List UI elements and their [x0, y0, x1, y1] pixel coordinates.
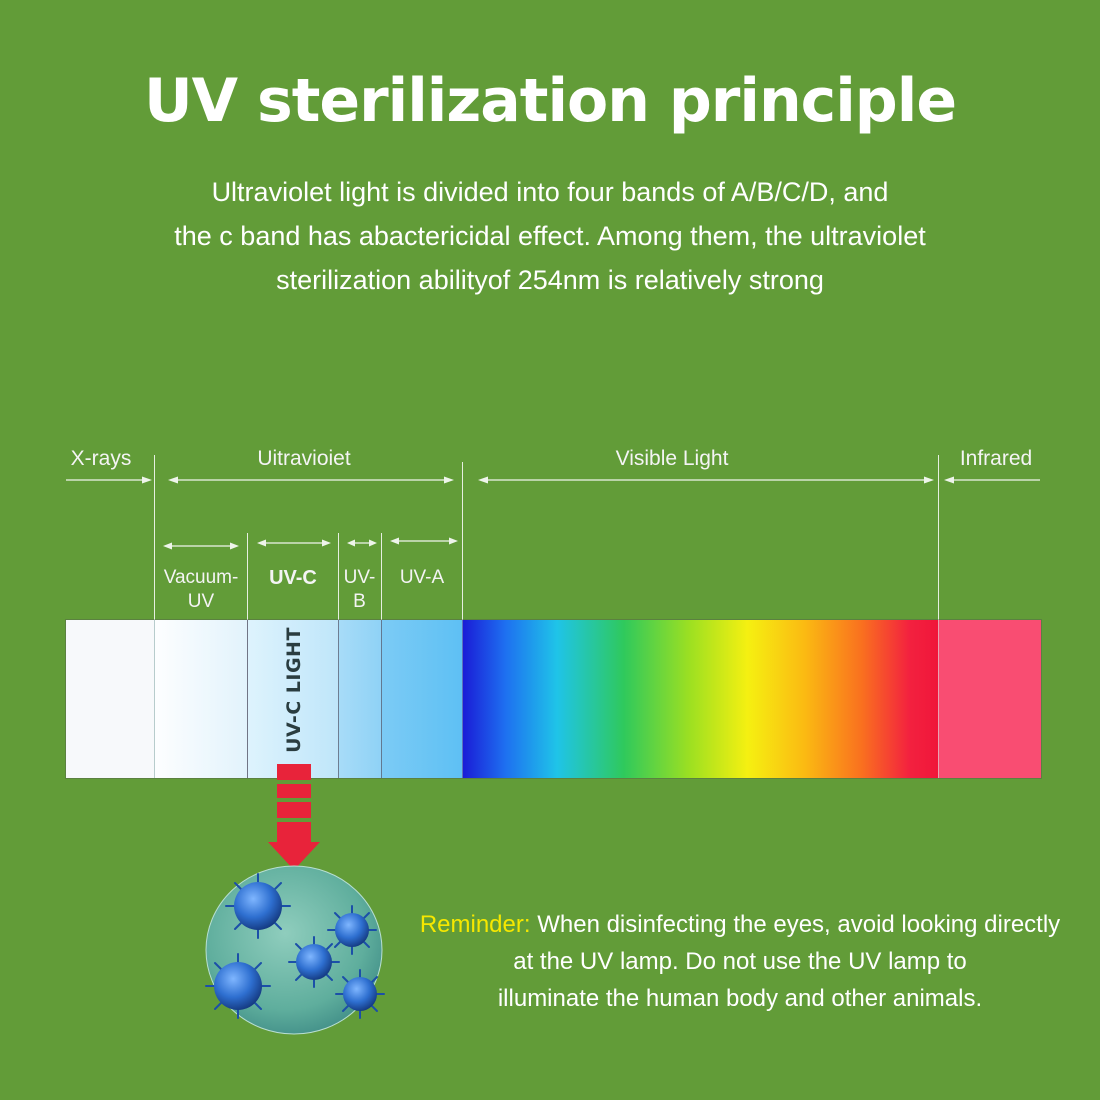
separator-vac-uvc: [247, 533, 248, 620]
range-arrow-ultraviolet: [168, 474, 454, 486]
band-divider: [938, 620, 939, 778]
separator-uvb-uva: [381, 533, 382, 620]
label-vacuum-uv: Vacuum- UV: [152, 566, 250, 614]
band-divider: [247, 620, 248, 778]
range-arrow-visible: [478, 474, 934, 486]
label-uvc: UV-C: [269, 567, 317, 589]
description-line: sterilization abilityof 254nm is relativ…: [276, 265, 824, 295]
range-arrow-xrays: [66, 474, 152, 486]
reminder-line-1: Reminder: When disinfecting the eyes, av…: [380, 906, 1100, 943]
range-arrow-uva: [390, 535, 458, 547]
separator-uv-visible: [462, 462, 463, 620]
reminder-key: Reminder:: [419, 911, 531, 938]
band-divider: [338, 620, 339, 778]
band-uvc: [247, 620, 338, 778]
label-uvb: UV- B: [338, 566, 381, 614]
separator-visible-ir: [938, 455, 939, 778]
band-infrared: [938, 620, 1041, 778]
description-line: Ultraviolet light is divided into four b…: [211, 177, 889, 207]
down-arrow-icon: [268, 764, 320, 870]
bacteria-sphere-icon: [205, 865, 385, 1035]
band-divider: [462, 620, 463, 778]
label-uva: UV-A: [399, 567, 445, 588]
reminder-line-3: illuminate the human body and other anim…: [497, 985, 983, 1012]
label-vacuum-uv-line1: Vacuum-: [163, 567, 239, 588]
reminder-text: Reminder: When disinfecting the eyes, av…: [380, 906, 1100, 1017]
range-arrow-infrared: [944, 474, 1040, 486]
label-uvb-line2: B: [353, 591, 366, 612]
range-arrow-uvc: [257, 537, 331, 549]
description-line: the c band has abactericidal effect. Amo…: [174, 221, 926, 251]
separator-xray-uv: [154, 455, 155, 620]
band-visible: [462, 620, 938, 778]
band-vacuum-uv: [154, 620, 247, 778]
range-arrow-uvb: [347, 537, 377, 549]
label-ultraviolet: Uitravioiet: [257, 447, 351, 470]
reminder-line-2: at the UV lamp. Do not use the UV lamp t…: [513, 948, 967, 975]
band-uvb: [338, 620, 381, 778]
label-uvb-line1: UV-: [343, 567, 376, 588]
band-divider: [381, 620, 382, 778]
uvc-light-label: UV-C LIGHT: [283, 627, 305, 753]
band-xrays: [66, 620, 154, 778]
band-uva: [381, 620, 462, 778]
label-infrared: Infrared: [959, 447, 1033, 470]
range-arrow-vacuum-uv: [163, 540, 239, 552]
label-xrays: X-rays: [70, 447, 132, 470]
label-visible-light: Visible Light: [615, 447, 729, 470]
label-vacuum-uv-line2: UV: [187, 591, 215, 612]
description: Ultraviolet light is divided into four b…: [80, 170, 1020, 302]
page-title: UV sterilization principle: [143, 66, 957, 136]
separator-uvc-uvb: [338, 533, 339, 620]
band-divider: [154, 620, 155, 778]
reminder-line-1-text: When disinfecting the eyes, avoid lookin…: [537, 911, 1061, 938]
